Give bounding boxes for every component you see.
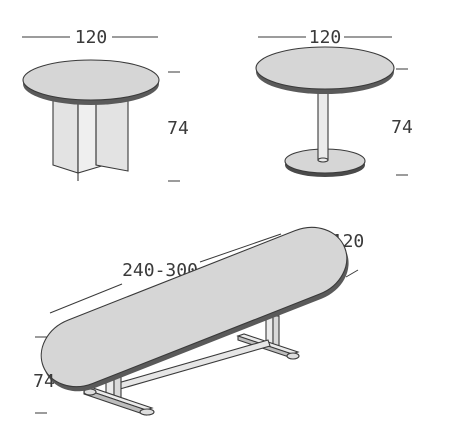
oval-conference-table: 240-300 120 — [33, 226, 364, 416]
foot-right-cap — [286, 352, 300, 360]
tabletop — [40, 226, 348, 388]
length-label: 240-300 — [122, 260, 198, 281]
height-label: 74 — [391, 117, 413, 138]
round-table-pedestal: 120 74 — [255, 27, 413, 177]
pedestal-column — [317, 91, 329, 161]
height-label: 74 — [33, 371, 55, 392]
tabletop — [22, 59, 160, 101]
length-dim-line-right — [199, 233, 282, 263]
oval-tabletop-group — [40, 226, 349, 392]
leg-post-right-b — [272, 315, 280, 347]
foot-left-cap — [139, 408, 155, 416]
round-table-x-base: 120 74 — [22, 27, 189, 182]
length-dim-line-left — [49, 283, 123, 314]
width-tick-bottom — [345, 269, 359, 278]
width-label: 120 — [309, 27, 342, 48]
height-label: 74 — [167, 118, 189, 139]
column-foot — [317, 157, 329, 163]
width-label: 120 — [75, 27, 108, 48]
tabletop — [255, 46, 395, 90]
